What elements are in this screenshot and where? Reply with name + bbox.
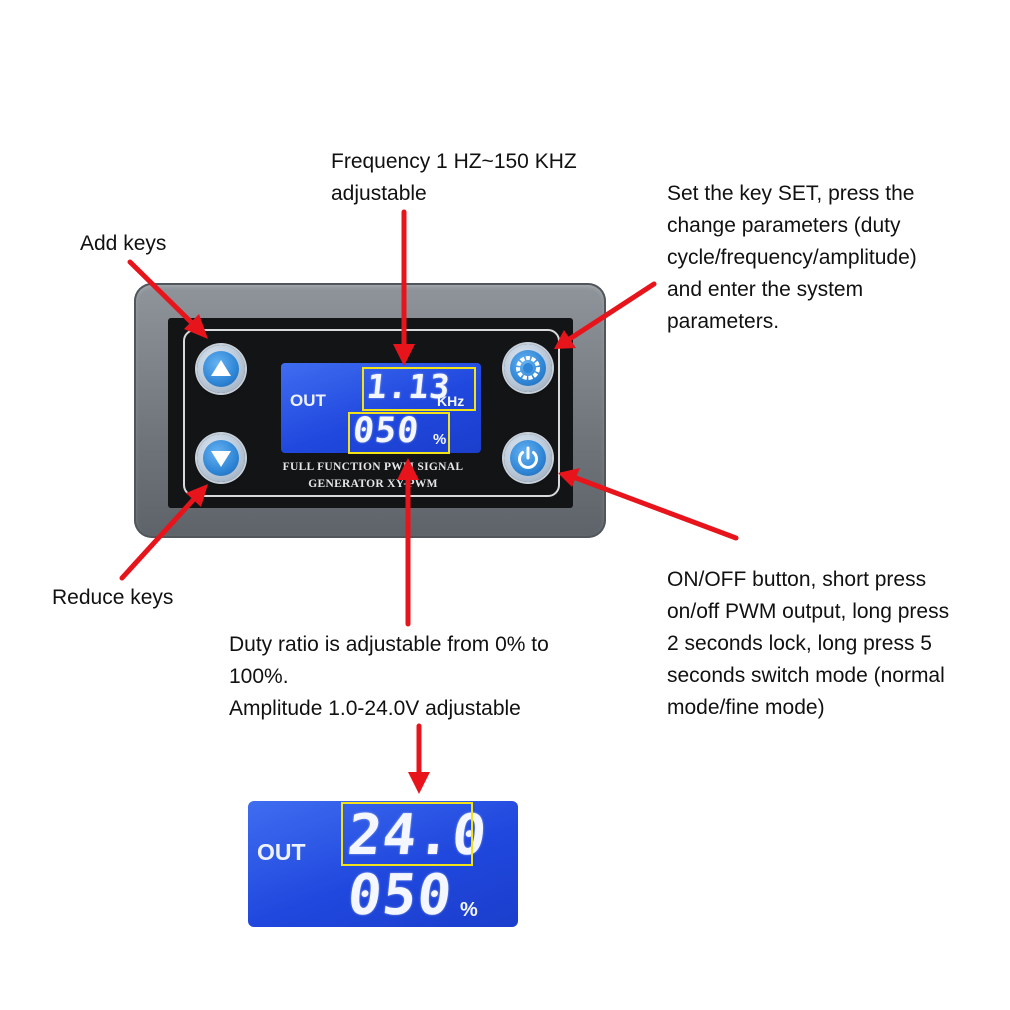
power-icon: [518, 446, 538, 469]
duty-caption-line: Amplitude 1.0-24.0V adjustable: [229, 697, 521, 720]
reduce-key-button[interactable]: [197, 434, 245, 482]
device-lcd: OUT 1.13 KHz 050 %: [281, 363, 481, 453]
set-key-caption: Set the key SET, press the change parame…: [667, 178, 917, 338]
amplitude-duty-unit: %: [460, 899, 478, 921]
duty-unit: %: [433, 431, 447, 448]
amplitude-arrow: [408, 723, 430, 794]
device-label-line1: FULL FUNCTION PWM SIGNAL: [282, 461, 464, 473]
frequency-highlight-box: [362, 367, 476, 411]
device-panel-border: [183, 329, 560, 497]
reduce-key-face: [203, 440, 239, 476]
duty-caption: Duty ratio is adjustable from 0% to 100%…: [229, 629, 549, 725]
frequency-caption-line: Frequency 1 HZ~150 KHZ: [331, 150, 577, 173]
duty-highlight-box: [348, 412, 450, 454]
onoff-caption-line: mode/fine mode): [667, 696, 825, 719]
frequency-caption: Frequency 1 HZ~150 KHZ adjustable: [331, 146, 577, 210]
amplitude-highlight-box: [341, 802, 473, 866]
set-key-caption-line: change parameters (duty: [667, 214, 901, 237]
gear-ring-icon: [516, 356, 540, 380]
set-key-button[interactable]: [504, 344, 552, 392]
reduce-keys-caption: Reduce keys: [52, 586, 174, 609]
frequency-unit: KHz: [437, 393, 465, 409]
add-key-button[interactable]: [197, 345, 245, 393]
amplitude-duty-readout: 050: [344, 863, 456, 927]
duty-caption-line: Duty ratio is adjustable from 0% to: [229, 633, 549, 656]
add-key-face: [203, 351, 239, 387]
onoff-caption-line: 2 seconds lock, long press 5: [667, 632, 932, 655]
amplitude-lcd-out-label: OUT: [257, 839, 306, 865]
set-key-caption-line: cycle/frequency/amplitude): [667, 246, 917, 269]
add-keys-caption: Add keys: [80, 232, 167, 255]
onoff-caption-line: ON/OFF button, short press: [667, 568, 927, 591]
onoff-caption: ON/OFF button, short press on/off PWM ou…: [667, 564, 949, 724]
set-key-caption-line: Set the key SET, press the: [667, 182, 915, 205]
onoff-caption-line: seconds switch mode (normal: [667, 664, 945, 687]
onoff-caption-line: on/off PWM output, long press: [667, 600, 950, 623]
duty-caption-line: 100%.: [229, 665, 289, 688]
frequency-caption-line: adjustable: [331, 182, 427, 205]
lcd-out-label: OUT: [290, 391, 326, 410]
set-key-face: [510, 350, 546, 386]
device-label-line2: GENERATOR XY-PWM: [308, 478, 438, 490]
power-key-button[interactable]: [504, 434, 552, 482]
set-key-caption-line: parameters.: [667, 310, 780, 333]
triangle-up-icon: [211, 360, 231, 376]
set-key-caption-line: and enter the system: [667, 278, 864, 301]
power-key-face: [510, 440, 546, 476]
triangle-down-icon: [211, 451, 231, 467]
